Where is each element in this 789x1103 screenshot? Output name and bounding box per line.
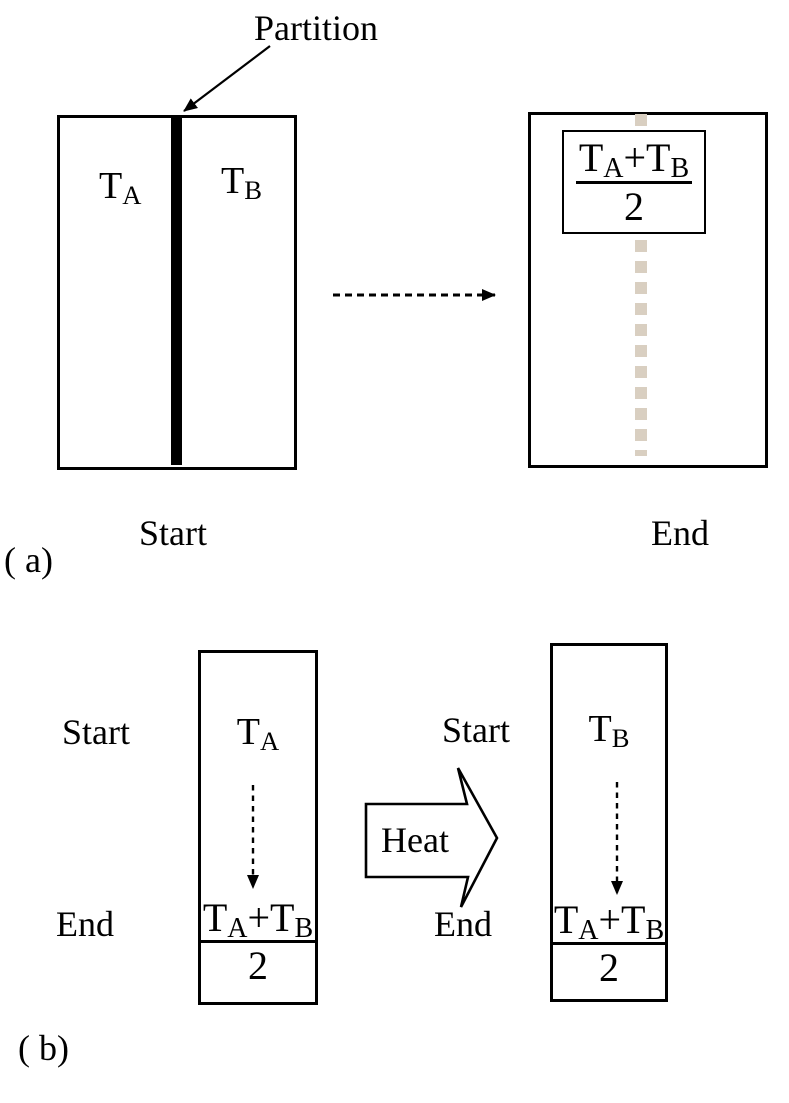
fraction-denominator: 2 [623, 183, 644, 229]
panel-a-label: ( a) [4, 540, 53, 580]
panel-b-left-start-caption: Start [62, 712, 130, 752]
panel-a-start-caption: Start [139, 513, 207, 553]
symbol-T: T [646, 135, 671, 181]
temperature-tb-label-panel-b: TB [550, 708, 668, 753]
symbol-T: T [553, 897, 579, 942]
panel-b-right-container-box [550, 643, 668, 1002]
panel-a-end-caption: End [651, 513, 709, 553]
subscript-A: A [260, 725, 280, 756]
panel-b-right-start-caption: Start [442, 710, 510, 750]
symbol-T: T [236, 711, 260, 753]
panel-b-left-end-caption: End [56, 904, 114, 944]
temperature-fraction-panel-b-right: TA+TB 2 [550, 898, 668, 989]
symbol-T: T [621, 897, 646, 942]
symbol-T: T [588, 708, 612, 750]
partition-pointer-arrow [183, 45, 271, 112]
subscript-B: B [670, 153, 690, 185]
temperature-fraction-panel-a: TA+TB 2 [575, 135, 693, 229]
plus-sign: + [247, 895, 271, 940]
subscript-B: B [645, 915, 665, 947]
symbol-T: T [578, 135, 604, 181]
fraction-numerator: TA+TB [575, 135, 693, 185]
temperature-fraction-panel-b-left: TA+TB 2 [198, 896, 318, 987]
fraction-denominator: 2 [248, 943, 268, 989]
heat-arrow-label: Heat [381, 820, 449, 860]
fraction-numerator: TA+TB [550, 897, 668, 947]
panel-b-label: ( b) [18, 1028, 69, 1068]
heat-block-arrow [364, 767, 499, 908]
plus-sign: + [598, 897, 622, 942]
plus-sign: + [623, 135, 647, 181]
fraction-numerator: TA+TB [199, 895, 317, 945]
symbol-T: T [221, 160, 245, 202]
subscript-B: B [611, 722, 630, 753]
subscript-B: B [294, 913, 314, 945]
partition-bar [171, 117, 182, 465]
temperature-ta-label-panel-b: TA [198, 711, 318, 756]
symbol-T: T [99, 165, 123, 207]
panel-a-end-container-box [528, 112, 768, 468]
symbol-T: T [270, 895, 295, 940]
subscript-A: A [122, 179, 142, 210]
panel-a-start-container-box [57, 115, 297, 470]
symbol-T: T [202, 895, 228, 940]
partition-callout-label: Partition [254, 8, 378, 48]
panel-b-right-end-caption: End [434, 904, 492, 944]
subscript-A: A [227, 913, 248, 945]
subscript-B: B [244, 174, 262, 205]
temperature-ta-label-panel-a: TA [99, 165, 142, 210]
temperature-tb-label-panel-a: TB [221, 160, 262, 205]
fraction-denominator: 2 [599, 945, 619, 991]
equilibrium-temperature-box: TA+TB 2 [562, 130, 706, 234]
subscript-A: A [578, 915, 599, 947]
subscript-A: A [603, 153, 624, 185]
panel-b-left-container-box [198, 650, 318, 1005]
